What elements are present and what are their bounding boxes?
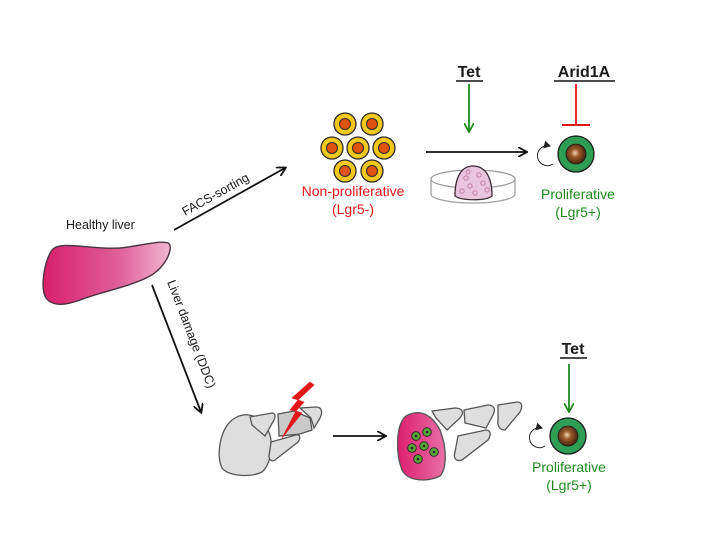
lgr5-negative-label: (Lgr5-) (332, 201, 374, 217)
non-proliferative-label: Non-proliferative (302, 183, 405, 199)
progenitor-cell (411, 431, 421, 441)
self-renewal-icon (528, 422, 546, 449)
non-proliferative-cell (360, 159, 384, 183)
facs-sorting-edge: FACS-sorting (173, 168, 285, 231)
liver-damage-arrow (151, 284, 201, 412)
proliferative-cell-bottom (528, 417, 587, 455)
lgr5-positive-bottom-label: (Lgr5+) (546, 477, 592, 493)
proliferative-bottom-label: Proliferative (532, 459, 606, 475)
regenerating-liver-tissue (396, 401, 523, 481)
self-renewal-icon (536, 140, 554, 167)
progenitor-cell (429, 447, 439, 457)
facs-sorting-label: FACS-sorting (180, 170, 252, 218)
non-proliferative-cell (333, 159, 357, 183)
tet-bottom-label: Tet (562, 341, 585, 358)
arid1a-label: Arid1A (558, 64, 611, 81)
lgr5-positive-top-label: (Lgr5+) (555, 204, 601, 220)
non-proliferative-cell (346, 136, 370, 160)
damaged-liver-tissue (218, 381, 323, 477)
non-proliferative-cell (360, 112, 384, 136)
tet-top-label: Tet (458, 64, 481, 81)
arid1a-regulator: Arid1A (554, 64, 615, 126)
proliferative-top-label: Proliferative (541, 186, 615, 202)
liver-damage-edge: Liver damage (DDC) (151, 278, 218, 412)
healthy-liver-label: Healthy liver (66, 218, 135, 232)
lightning-bolt-icon (281, 381, 315, 439)
facs-arrow (173, 168, 285, 231)
healthy-liver-node: Healthy liver (42, 218, 171, 305)
non-proliferative-cluster (320, 112, 396, 183)
tet-top-regulator: Tet (456, 64, 483, 131)
non-proliferative-cell (333, 112, 357, 136)
progenitor-cell (407, 443, 417, 453)
progenitor-cell (422, 427, 432, 437)
liver-organ-icon (42, 241, 171, 305)
non-proliferative-cell (372, 136, 396, 160)
non-proliferative-cell (320, 136, 344, 160)
proliferative-cell-top (536, 135, 595, 173)
culture-dish-icon (430, 165, 516, 204)
progenitor-cell (413, 454, 423, 464)
liver-damage-label: Liver damage (DDC) (164, 278, 218, 390)
progenitor-cell (419, 441, 429, 451)
tet-bottom-regulator: Tet (560, 341, 587, 411)
